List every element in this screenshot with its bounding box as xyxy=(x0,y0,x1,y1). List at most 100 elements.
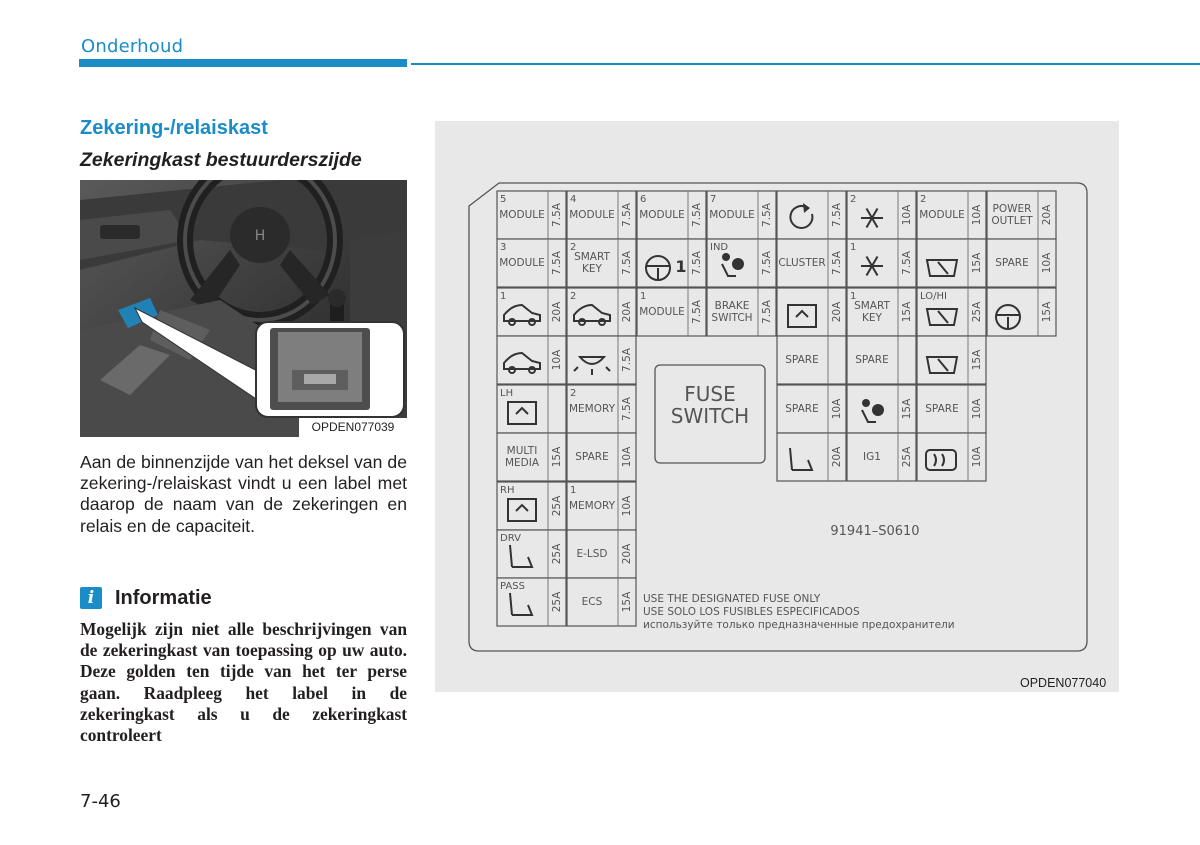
fuse-cell-frame xyxy=(846,238,917,288)
fuse-rating: 15A xyxy=(621,591,633,612)
fuse-cell: IG1 25A xyxy=(846,432,917,482)
fuse-number: 1 xyxy=(850,291,856,302)
fuse-number: 5 xyxy=(500,194,506,205)
fuse-number: 7 xyxy=(710,194,716,205)
door-lock-icon xyxy=(787,304,817,328)
fuse-cell-frame xyxy=(636,190,707,240)
fuse-cell-frame xyxy=(776,335,847,385)
fuse-cell: 20A xyxy=(776,287,847,337)
fuse-rating: 25A xyxy=(901,446,913,467)
fuse-rating: 15A xyxy=(971,349,983,370)
snowflake-icon xyxy=(861,255,883,277)
fuse-name: MEMORY xyxy=(569,500,616,512)
fuse-number: 2 xyxy=(570,388,576,399)
fuse-rating: 7.5A xyxy=(621,202,633,227)
fuse-rating: 7.5A xyxy=(761,202,773,227)
fuse-rating: 7.5A xyxy=(551,250,563,275)
fuse-rating: 10A xyxy=(901,204,913,225)
fuse-name: MODULE xyxy=(499,257,545,269)
fuse-name: CLUSTER xyxy=(778,257,825,269)
heated-seat-icon xyxy=(789,447,814,471)
fuse-cell: 10A xyxy=(496,335,567,385)
page-number: 7-46 xyxy=(80,791,121,812)
fuse-rating: 10A xyxy=(971,398,983,419)
fuse-number: 6 xyxy=(640,194,646,205)
fuse-name: IG1 xyxy=(863,451,881,463)
svg-text:H: H xyxy=(255,228,266,244)
fuse-name: BRAKE xyxy=(715,300,750,312)
fuse-cell: 17.5A xyxy=(846,238,917,288)
fuse-rating: 10A xyxy=(621,446,633,467)
subsection-title: Zekeringkast bestuurderszijde xyxy=(80,149,362,171)
fuse-cell-frame xyxy=(566,481,637,531)
fuse-name: MODULE xyxy=(569,209,615,221)
fuse-rating: 7.5A xyxy=(621,250,633,275)
fuse-cell-frame xyxy=(986,287,1057,337)
fuse-suffix: 1 xyxy=(675,257,686,276)
fuse-name: MODULE xyxy=(499,209,545,221)
fuse-cell-frame xyxy=(636,287,707,337)
header-rule-thick xyxy=(79,59,407,67)
fuse-name: E-LSD xyxy=(576,548,607,560)
fuse-name: SPARE xyxy=(855,354,888,366)
fuse-number: 1 xyxy=(500,291,506,302)
fuse-rating: 20A xyxy=(551,301,563,322)
fuse-rating: 15A xyxy=(1041,301,1053,322)
fuse-rating: 20A xyxy=(1041,204,1053,225)
power-seat-icon xyxy=(509,544,534,568)
fuse-number: 3 xyxy=(500,242,506,253)
info-paragraph: Mogelijk zijn niet alle beschrijvingen v… xyxy=(80,619,407,746)
fuse-rating: 20A xyxy=(621,301,633,322)
fuse-cell: SPARE xyxy=(846,335,917,385)
steering-wheel-icon xyxy=(645,255,671,281)
part-number: 91941–S0610 xyxy=(830,524,919,539)
notice-ru: используйте только предназначенные предо… xyxy=(643,619,955,631)
car-icon xyxy=(503,303,541,326)
fuse-cell-frame xyxy=(706,190,777,240)
fuse-name: KEY xyxy=(862,312,883,324)
fuse-cell: 15A xyxy=(986,287,1057,337)
power-seat-icon xyxy=(509,592,534,616)
fuse-rating: 7.5A xyxy=(691,202,703,227)
fuse-rating: 10A xyxy=(831,398,843,419)
fuse-name: SPARE xyxy=(995,257,1028,269)
fuse-name: MEDIA xyxy=(505,457,540,469)
car-interior-illustration: H xyxy=(80,180,407,437)
fuse-number: DRV xyxy=(500,533,521,544)
section-title: Zekering-/relaiskast xyxy=(80,117,268,139)
photo-caption: OPDEN077039 xyxy=(299,418,407,437)
fuse-name: MODULE xyxy=(709,209,755,221)
fuse-rating: 7.5A xyxy=(761,299,773,324)
fuse-cell: LH xyxy=(496,384,567,434)
fuse-number: RH xyxy=(500,485,514,496)
suv-icon xyxy=(503,351,541,374)
info-icon: i xyxy=(80,587,102,609)
info-label: Informatie xyxy=(115,586,212,609)
fuse-rating: 25A xyxy=(971,301,983,322)
fuse-number: LO/HI xyxy=(920,291,947,302)
fuse-name: KEY xyxy=(582,263,603,275)
fuse-cell-frame xyxy=(566,529,637,579)
fuse-name: MODULE xyxy=(919,209,965,221)
fuse-cell: 15A xyxy=(846,384,917,434)
fuse-number: LH xyxy=(500,388,513,399)
fuse-number: 1 xyxy=(850,242,856,253)
header-rule-thin xyxy=(411,63,1200,65)
fuse-cell-frame xyxy=(776,384,847,434)
fuse-cell: SPARE xyxy=(776,335,847,385)
fuse-cell-frame xyxy=(846,190,917,240)
